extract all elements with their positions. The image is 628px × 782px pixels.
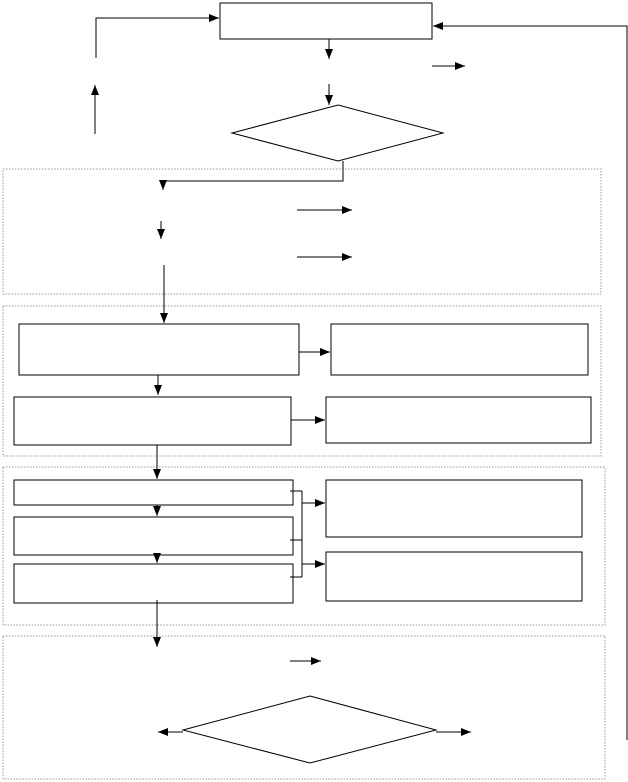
arrow-feedback-to-top [433,22,628,740]
first-decision-diamond [230,104,445,162]
stage4-box-2 [13,516,294,556]
stage4-box-1 [13,479,294,506]
stage3-box-bottom-right [325,396,592,444]
stage3-box-bottom-left [13,396,292,446]
stage-3-section [2,305,602,457]
arrow-left-loop-to-top [95,14,219,58]
stage4-output-top [325,479,583,538]
stage-2-section [2,168,602,295]
stage4-output-bottom [325,551,583,602]
stage3-box-top-left [18,323,300,376]
stage-4-section [2,466,606,626]
stage-5-section [2,635,606,780]
stage3-box-top-right [330,323,589,376]
stage4-box-3 [13,563,294,604]
arrow-decision-to-stage2 [159,161,344,190]
final-decision-diamond [181,695,438,764]
top-process-box [219,2,433,40]
